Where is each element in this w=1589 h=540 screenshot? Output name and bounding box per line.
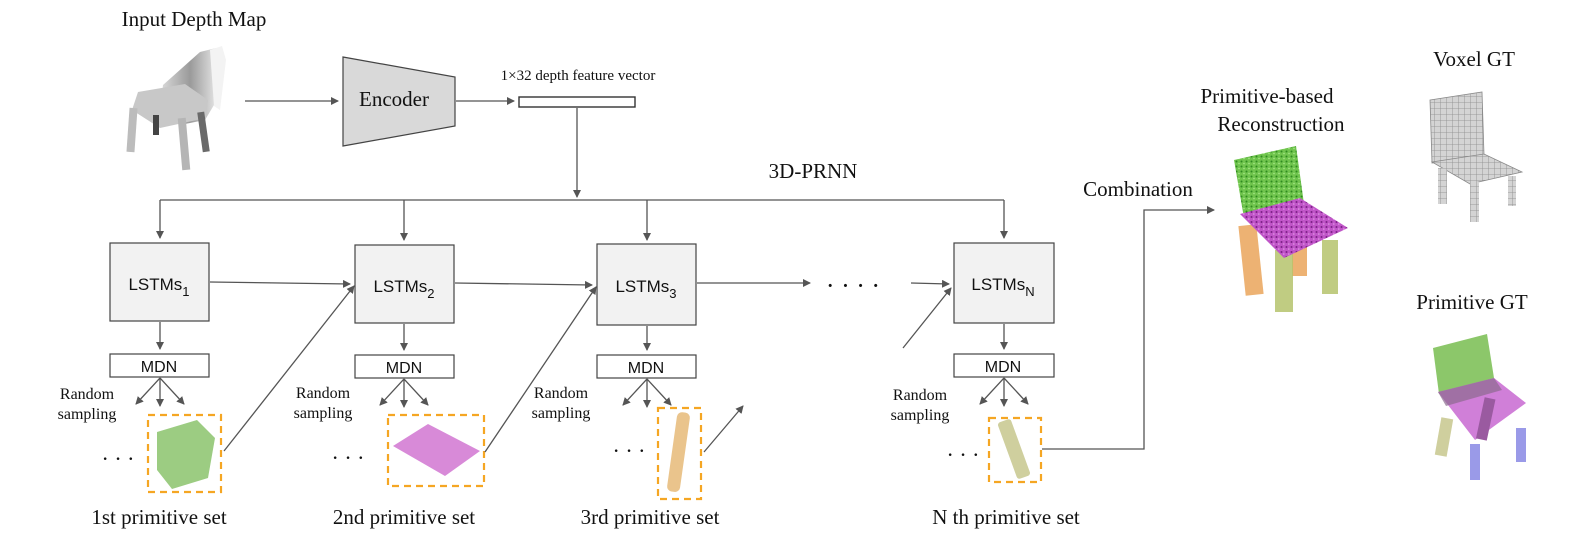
set1-feedback-arrow	[223, 285, 355, 452]
ellipsis-2: · · ·	[332, 445, 365, 470]
ellipsis-1: · · ·	[102, 446, 135, 471]
mdn-label-n: MDN	[985, 359, 1021, 376]
encoder-block	[342, 56, 456, 147]
mdn-label-3: MDN	[628, 360, 664, 377]
random-sampling-line1-n: Random	[893, 387, 948, 404]
lstm-label-n: LSTMsN	[971, 275, 1034, 299]
random-sampling-line1-1: Random	[60, 386, 115, 403]
voxel-gt-label: Voxel GT	[1433, 47, 1515, 71]
lstm-column-2: LSTMs2 MDN Random sampling · · · 2nd pri…	[294, 244, 486, 529]
primitive-gt-chair	[1433, 334, 1526, 480]
random-sampling-line1-2: Random	[296, 385, 351, 402]
mdn-box-1	[109, 353, 210, 378]
mdn-box-2	[354, 354, 455, 379]
primitive-reconstruction-chair	[1234, 146, 1348, 312]
lstm-box-1	[109, 242, 210, 322]
mdn-label-1: MDN	[141, 359, 177, 376]
set3-outgoing-arrow	[703, 405, 744, 453]
orange-primitive-shape	[667, 412, 690, 492]
lstm1-to-lstm2-arrow	[209, 279, 351, 288]
lstm-label-1: LSTMs1	[128, 275, 189, 299]
lstm-column-3: LSTMs3 MDN Random sampling · · · 3rd pri…	[532, 243, 744, 529]
primitive-set-frame-2	[386, 413, 486, 488]
lstm-column-1: LSTMs1 MDN Random sampling · · · 1st pri…	[58, 242, 227, 529]
reconstruction-label-line2: Reconstruction	[1217, 112, 1345, 136]
primitive-set-frame-1	[146, 413, 223, 494]
lstm-column-n: LSTMsN MDN Random sampling · · · N th pr…	[891, 242, 1080, 529]
primitive-set-frame-3	[656, 406, 703, 501]
primitive-gt-label: Primitive GT	[1416, 290, 1528, 314]
random-sampling-line2-2: sampling	[294, 405, 353, 422]
feature-vector-bar	[518, 96, 636, 108]
set-label-2: 2nd primitive set	[333, 505, 475, 529]
random-sampling-line2-1: sampling	[58, 406, 117, 423]
lstm-box-2	[354, 244, 455, 324]
lstm-label-3: LSTMs3	[615, 277, 676, 301]
ellipsis-n: · · ·	[947, 442, 980, 467]
mdn-box-3	[596, 354, 697, 379]
voxel-chair-image	[1429, 91, 1524, 222]
magenta-primitive-shape	[393, 424, 480, 476]
lstm-box-n	[953, 242, 1055, 324]
prnn-label: 3D-PRNN	[769, 159, 858, 183]
mdn-label-2: MDN	[386, 360, 422, 377]
green-primitive-shape	[157, 420, 215, 489]
reconstruction-label-line1: Primitive-based	[1201, 84, 1334, 108]
ellipsis-3: · · ·	[613, 438, 646, 463]
mdn-box-n	[953, 353, 1055, 378]
input-depth-map-label: Input Depth Map	[122, 7, 267, 31]
long-ellipsis: · · · ·	[826, 271, 880, 300]
random-sampling-line2-n: sampling	[891, 407, 950, 424]
encoder-label: Encoder	[359, 87, 429, 111]
feature-vector-label: 1×32 depth feature vector	[501, 68, 656, 84]
set-label-1: 1st primitive set	[91, 505, 226, 529]
setn-feedback-arrow	[902, 287, 952, 349]
lstm-label-2: LSTMs2	[373, 277, 434, 301]
dots-to-lstmn-arrow	[910, 279, 950, 288]
lstm2-to-lstm3-arrow	[454, 280, 593, 289]
set2-feedback-arrow	[484, 286, 597, 453]
olive-primitive-shape	[998, 419, 1030, 479]
combination-arrow	[1042, 206, 1215, 450]
lstm-box-3	[596, 243, 697, 326]
set-label-3: 3rd primitive set	[581, 505, 720, 529]
random-sampling-line1-3: Random	[534, 385, 589, 402]
primitive-set-frame-n	[987, 416, 1043, 484]
depth-map-chair-image	[126, 46, 226, 171]
combination-label: Combination	[1083, 177, 1193, 201]
set-label-n: N th primitive set	[932, 505, 1080, 529]
random-sampling-line2-3: sampling	[532, 405, 591, 422]
